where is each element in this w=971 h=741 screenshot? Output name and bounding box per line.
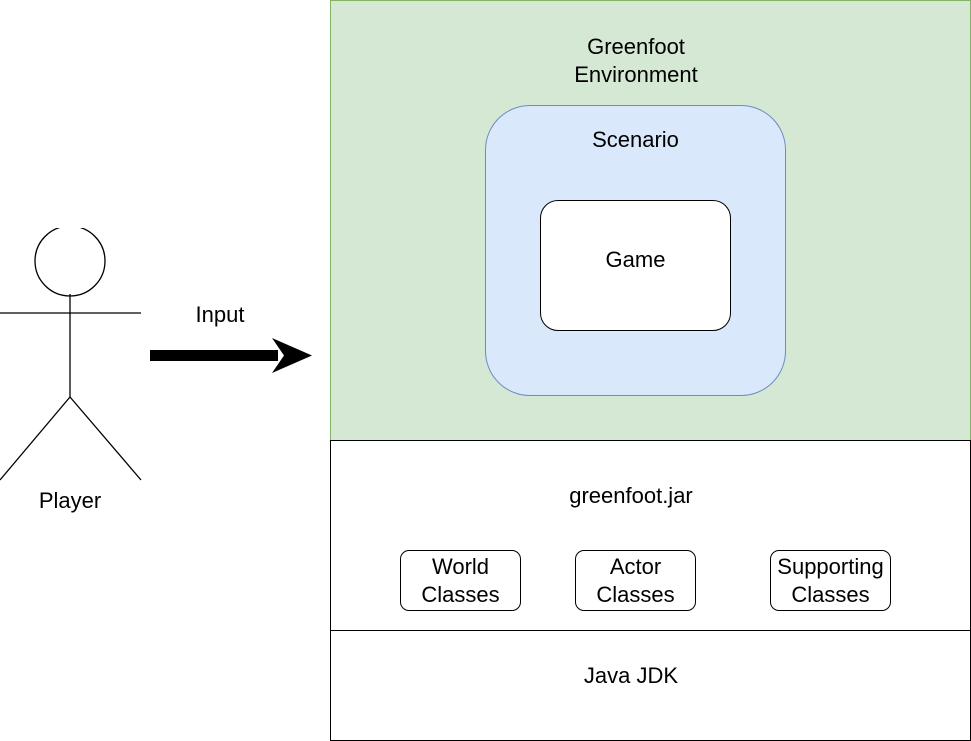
java-jdk-box: Java JDK [330, 630, 971, 741]
game-box: Game [540, 200, 731, 331]
supporting-classes-box: Supporting Classes [770, 550, 891, 611]
input-arrow-icon [150, 338, 312, 373]
java-jdk-title: Java JDK [583, 663, 679, 688]
game-title: Game [605, 247, 666, 272]
greenfoot-jar-title: greenfoot.jar [569, 483, 693, 508]
player-label: Player [38, 488, 102, 513]
input-label: Input [195, 302, 245, 327]
actor-classes-box: Actor Classes [575, 550, 696, 611]
greenfoot-environment-title: Greenfoot Environment [574, 34, 698, 87]
world-classes-box: World Classes [400, 550, 521, 611]
scenario-title: Scenario [592, 127, 679, 152]
player-actor-icon [0, 228, 142, 481]
